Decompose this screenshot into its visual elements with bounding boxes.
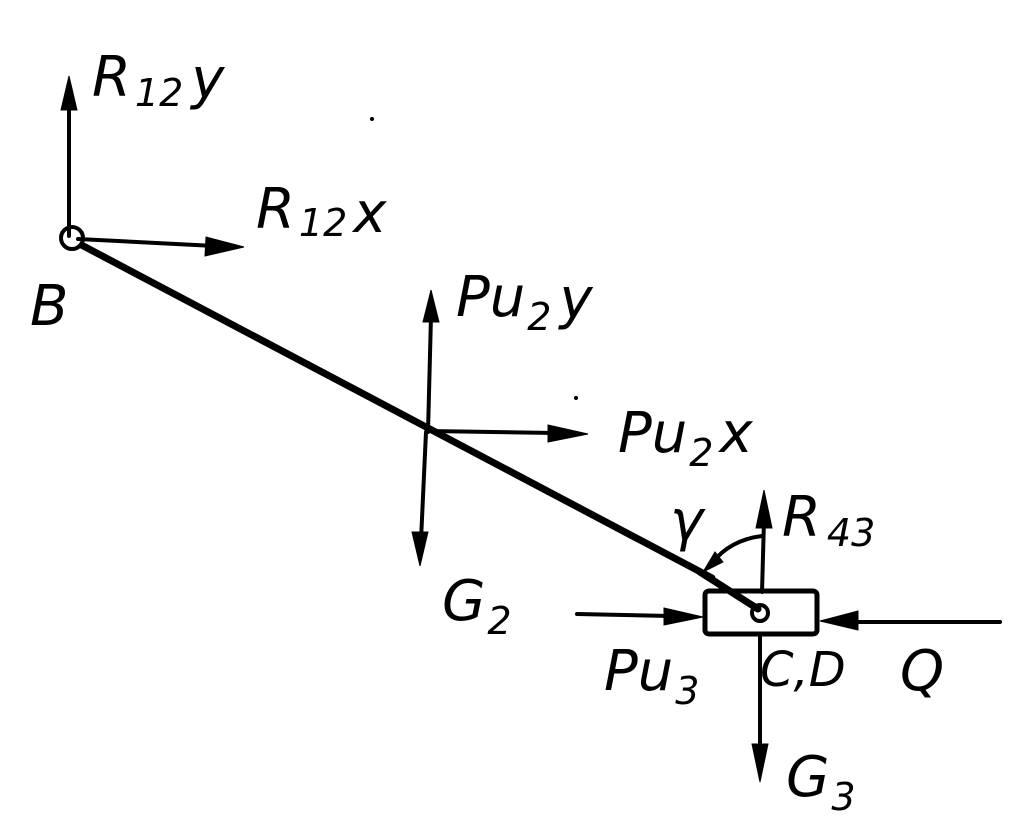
rod-end xyxy=(696,568,762,613)
g3-arrowhead xyxy=(751,743,769,783)
pu2y-arrow-shaft xyxy=(426,314,433,434)
scan-dot xyxy=(370,117,374,121)
r12x-arrowhead xyxy=(204,236,245,257)
pu2x-arrowhead xyxy=(547,424,589,443)
label-g2: G2 xyxy=(442,569,512,643)
pu2x-arrow-shaft xyxy=(426,429,557,435)
pu3-arrow-shaft xyxy=(575,612,672,618)
pu2y-arrowhead xyxy=(422,289,440,323)
label-point-cd: C,D xyxy=(760,642,846,698)
r43-arrowhead xyxy=(755,489,773,529)
gamma-arc-arrowhead xyxy=(701,551,724,574)
label-g3: G3 xyxy=(786,745,856,819)
r12y-arrowhead xyxy=(60,75,78,111)
pu3-arrowhead xyxy=(663,607,704,626)
label-q: Q xyxy=(900,639,944,704)
g2-arrowhead xyxy=(411,531,429,567)
label-pu3: Pu3 xyxy=(604,639,699,713)
r12x-arrow-shaft xyxy=(76,237,217,248)
scan-dot xyxy=(574,396,578,400)
r43-arrow-shaft xyxy=(760,518,766,594)
label-gamma: γ xyxy=(670,489,706,554)
rod-bc xyxy=(68,236,716,582)
label-point-b: B xyxy=(30,274,68,339)
q-arrowhead xyxy=(819,610,859,631)
g2-arrow-shaft xyxy=(419,430,428,542)
